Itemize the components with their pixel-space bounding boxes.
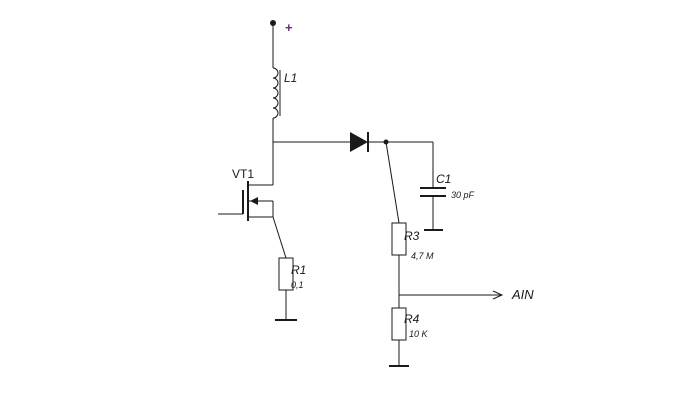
r4-label: R4 xyxy=(404,312,420,326)
l1-label: L1 xyxy=(284,71,297,85)
vt1-label: VT1 xyxy=(232,167,254,181)
capacitor-c1 xyxy=(420,142,446,231)
r1-label: R1 xyxy=(291,263,306,277)
c1-label: C1 xyxy=(436,172,451,186)
ain-label: AIN xyxy=(511,287,534,302)
diode xyxy=(350,132,369,152)
r3-value: 4,7 M xyxy=(411,251,434,261)
inductor-l1 xyxy=(272,67,281,119)
r1-top-wire xyxy=(272,216,287,259)
transistor-vt1 xyxy=(218,181,274,221)
r1-value: 0,1 xyxy=(291,280,304,290)
r4-value: 10 K xyxy=(409,329,429,339)
r3-label: R3 xyxy=(404,229,420,243)
c1-value: 30 pF xyxy=(451,190,475,200)
ain-arrow xyxy=(492,290,504,300)
supply-plus-sign: + xyxy=(285,20,293,35)
r3-top-wire xyxy=(385,141,400,224)
